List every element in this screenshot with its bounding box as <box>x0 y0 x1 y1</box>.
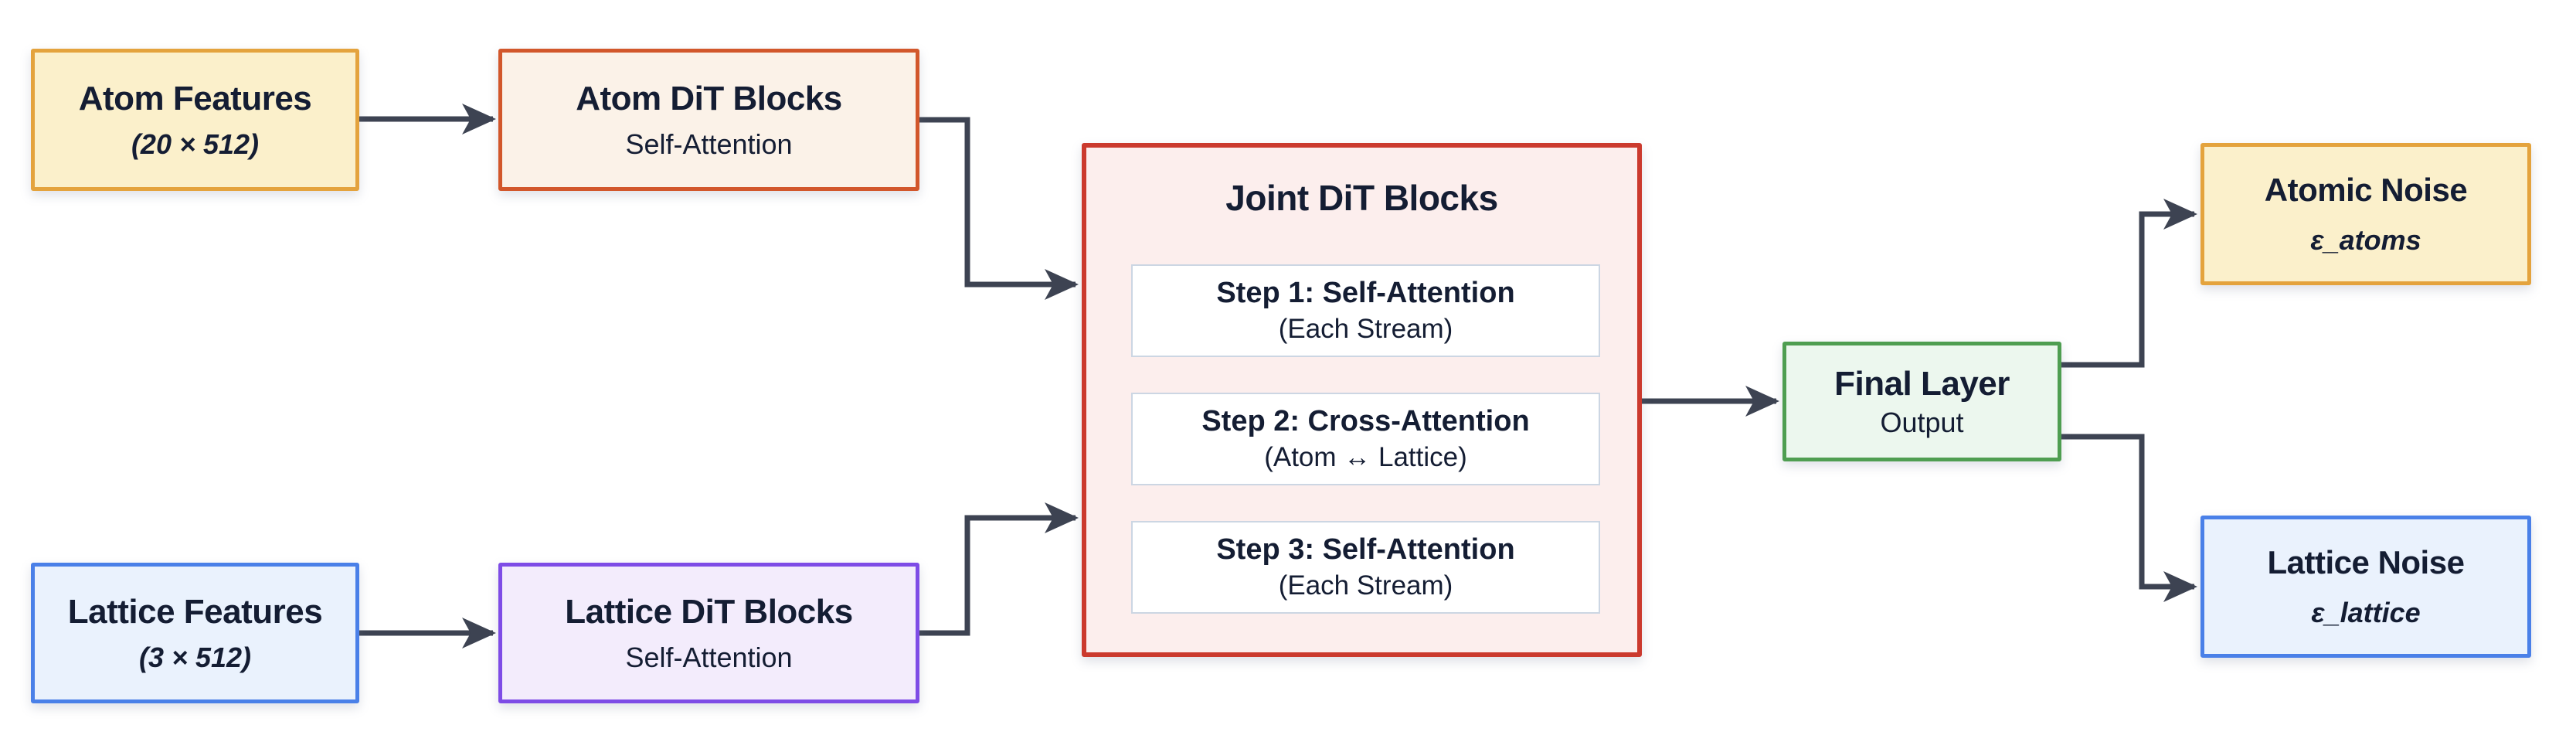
arrow-final-to-atomic-noise <box>2060 199 2197 368</box>
node-lattice-features: Lattice Features (3 × 512) <box>31 563 359 703</box>
node-subtitle: (3 × 512) <box>138 641 252 673</box>
node-title: Lattice Noise <box>2267 544 2465 581</box>
node-title: Lattice DiT Blocks <box>565 593 853 631</box>
step-subtitle: (Each Stream) <box>1278 570 1453 601</box>
step-subtitle: (Each Stream) <box>1278 313 1453 344</box>
step-title: Step 1: Self-Attention <box>1216 277 1515 310</box>
node-subtitle: ε_lattice <box>2311 597 2421 629</box>
node-title: Atom DiT Blocks <box>576 80 842 117</box>
node-atomic-noise: Atomic Noise ε_atoms <box>2200 143 2531 285</box>
node-subtitle: Self-Attention <box>625 128 793 160</box>
node-atom-features: Atom Features (20 × 512) <box>31 49 359 191</box>
joint-title: Joint DiT Blocks <box>1225 178 1498 218</box>
node-final-layer: Final Layer Output <box>1782 342 2061 461</box>
arrow-atom-dit-to-joint <box>918 117 1079 300</box>
node-lattice-noise: Lattice Noise ε_lattice <box>2200 516 2531 658</box>
node-title: Atomic Noise <box>2264 172 2468 209</box>
node-title: Atom Features <box>78 80 312 117</box>
node-title: Lattice Features <box>67 593 323 631</box>
joint-step-1: Step 1: Self-Attention (Each Stream) <box>1131 264 1600 357</box>
node-joint-dit-blocks: Joint DiT Blocks Step 1: Self-Attention … <box>1082 143 1642 657</box>
node-subtitle: Self-Attention <box>625 641 793 673</box>
arrow-final-to-lattice-noise <box>2060 434 2197 602</box>
node-subtitle: Output <box>1880 407 1964 439</box>
node-lattice-dit-blocks: Lattice DiT Blocks Self-Attention <box>498 563 919 703</box>
step-title: Step 3: Self-Attention <box>1216 533 1515 567</box>
joint-step-3: Step 3: Self-Attention (Each Stream) <box>1131 521 1600 614</box>
node-atom-dit-blocks: Atom DiT Blocks Self-Attention <box>498 49 919 191</box>
arrow-lattice-dit-to-joint <box>918 502 1079 636</box>
step-title: Step 2: Cross-Attention <box>1201 405 1530 438</box>
node-subtitle: (20 × 512) <box>131 128 260 160</box>
joint-step-2: Step 2: Cross-Attention (Atom ↔ Lattice) <box>1131 393 1600 485</box>
step-subtitle: (Atom ↔ Lattice) <box>1264 441 1467 472</box>
node-subtitle: ε_atoms <box>2310 224 2421 257</box>
node-title: Final Layer <box>1834 364 2010 403</box>
